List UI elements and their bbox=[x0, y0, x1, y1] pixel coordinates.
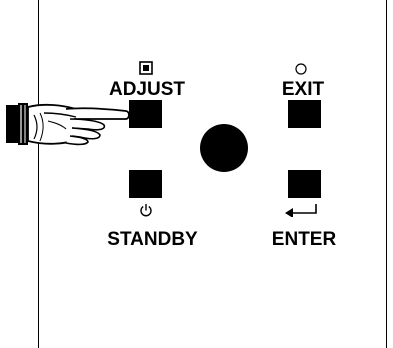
power-icon bbox=[140, 204, 152, 217]
return-arrow-icon bbox=[285, 204, 317, 217]
round-knob bbox=[200, 124, 248, 172]
standby-label: STANDBY bbox=[107, 229, 198, 250]
adjust-label: ADJUST bbox=[108, 79, 185, 100]
circle-icon bbox=[295, 63, 307, 75]
standby-button[interactable] bbox=[129, 170, 162, 198]
exit-label: EXIT bbox=[281, 79, 325, 100]
adjust-button[interactable] bbox=[129, 100, 162, 128]
control-panel bbox=[38, 0, 387, 348]
enter-label: ENTER bbox=[271, 229, 337, 250]
adjust-square-icon bbox=[139, 61, 153, 75]
enter-button[interactable] bbox=[288, 170, 321, 198]
pointing-hand-icon bbox=[6, 103, 130, 146]
exit-button[interactable] bbox=[288, 100, 321, 128]
